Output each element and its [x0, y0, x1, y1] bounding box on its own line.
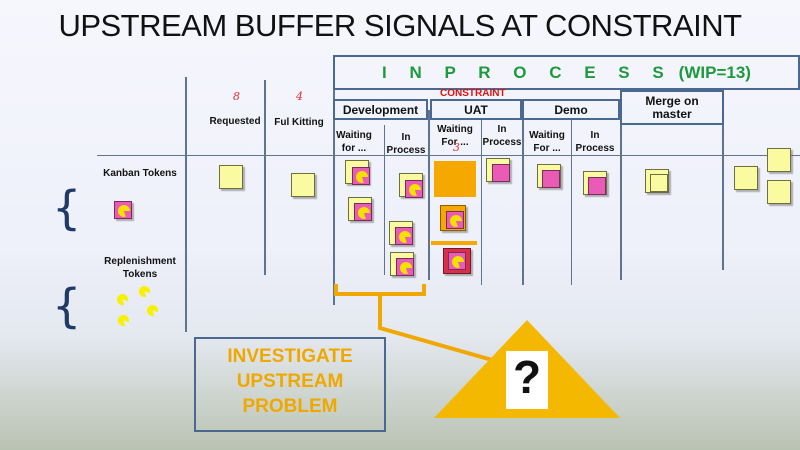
question-mark: ?: [512, 351, 542, 403]
card-dev-inprocess-token: [395, 227, 413, 245]
uat-buffer-empty-slot: [434, 161, 476, 197]
card-uat-waiting-red: [443, 248, 471, 274]
stage-development: Development: [333, 99, 428, 120]
pacman-icon: [400, 262, 412, 274]
card-uat-inprocess-token: [492, 164, 510, 182]
stage-merge-label: Merge on master: [645, 93, 699, 121]
pacman-icon: [356, 171, 368, 183]
warning-triangle-icon: [434, 320, 620, 418]
requested-limit: 8: [233, 90, 240, 103]
pacman-icon: [399, 231, 411, 243]
replenishment-token: [118, 315, 129, 326]
board-header-divider: [97, 155, 800, 156]
card-dev-inprocess: [399, 173, 423, 198]
stage-merge: Merge on master: [620, 90, 724, 125]
column-divider-demo-mid: [571, 120, 572, 285]
pacman-icon: [452, 256, 464, 268]
card-dev-inprocess: [389, 221, 413, 245]
dev-waiting-label: Waiting for ...: [336, 130, 372, 154]
in-process-label: I N P R O C E S S: [382, 62, 673, 82]
requested-label: Requested: [209, 116, 261, 127]
stage-uat-label: UAT: [464, 102, 488, 117]
card-dev-waiting: [348, 197, 372, 221]
callout-connector: [378, 322, 521, 370]
replenishment-token: [139, 286, 150, 297]
column-divider-demo-end: [620, 120, 622, 280]
column-divider-dev-mid: [384, 125, 385, 275]
column-divider-requested: [185, 77, 187, 332]
page-title: UPSTREAM BUFFER SIGNALS AT CONSTRAINT: [58, 8, 742, 43]
replenishment-token: [147, 305, 158, 316]
kanban-token-card: [114, 201, 132, 219]
card-dev-inprocess-token: [405, 180, 423, 198]
fulkitting-limit: 4: [296, 90, 303, 103]
column-divider-fulkitting: [264, 80, 266, 275]
uat-waiting-limit: 3: [453, 141, 460, 154]
column-divider-uat-end: [522, 120, 524, 285]
uat-buffer-line: [431, 241, 477, 245]
card-dev-waiting-token: [352, 167, 370, 185]
card-dev-waiting-token: [354, 203, 372, 221]
card-demo-inprocess: [583, 171, 607, 195]
card-dev-inprocess-token: [396, 258, 414, 276]
stage-uat: UAT: [430, 99, 522, 120]
constraint-label: CONSTRAINT: [440, 88, 506, 99]
card-done: [767, 180, 791, 204]
kanban-brace-icon: {: [52, 181, 82, 235]
card-dev-inprocess: [390, 252, 414, 276]
pacman-icon: [409, 184, 421, 196]
pacman-icon: [358, 207, 370, 219]
card-merge: [645, 169, 669, 193]
card-demo-waiting: [537, 164, 561, 188]
card-fulkitting: [291, 173, 315, 197]
card-uat-waiting-token: [448, 252, 466, 270]
card-dev-waiting: [345, 160, 370, 185]
replenishment-brace-icon: {: [52, 279, 82, 333]
card-demo-inprocess-token: [588, 177, 606, 195]
card-uat-waiting-token: [446, 211, 464, 229]
card-done: [767, 148, 791, 172]
investigate-callout: INVESTIGATE UPSTREAM PROBLEM: [194, 337, 386, 432]
card-uat-inprocess: [486, 158, 510, 182]
column-divider-dev-end: [428, 110, 430, 280]
pacman-icon: [450, 215, 462, 227]
card-demo-waiting-token: [542, 170, 560, 188]
column-divider-uat-mid: [481, 120, 482, 285]
column-divider-merge-end: [722, 90, 724, 270]
pacman-icon: [118, 205, 130, 217]
column-divider-inprocess-start: [333, 55, 335, 305]
replenishment-tokens-label: Replenishment Tokens: [104, 256, 176, 280]
card-requested: [219, 165, 243, 189]
in-process-header: I N P R O C E S S (WIP=13): [333, 55, 800, 90]
dev-inprocess-label: In Process: [386, 132, 426, 156]
uat-waiting-label: Waiting For ...: [437, 124, 473, 148]
kanban-tokens-label: Kanban Tokens: [103, 168, 177, 179]
card-uat-waiting: [440, 205, 466, 231]
uat-inprocess-label: In Process: [482, 124, 522, 148]
card-done: [734, 166, 758, 190]
upstream-bracket: [334, 284, 426, 322]
wip-limit: (WIP=13): [678, 62, 751, 82]
card-merge-token: [650, 174, 668, 192]
stage-development-label: Development: [342, 102, 419, 117]
fulkitting-label: Ful Kitting: [274, 117, 324, 128]
demo-waiting-label: Waiting For ...: [529, 130, 565, 154]
stage-demo: Demo: [522, 99, 620, 120]
demo-inprocess-label: In Process: [575, 130, 615, 154]
replenishment-token: [117, 294, 128, 305]
stage-demo-label: Demo: [554, 102, 588, 117]
